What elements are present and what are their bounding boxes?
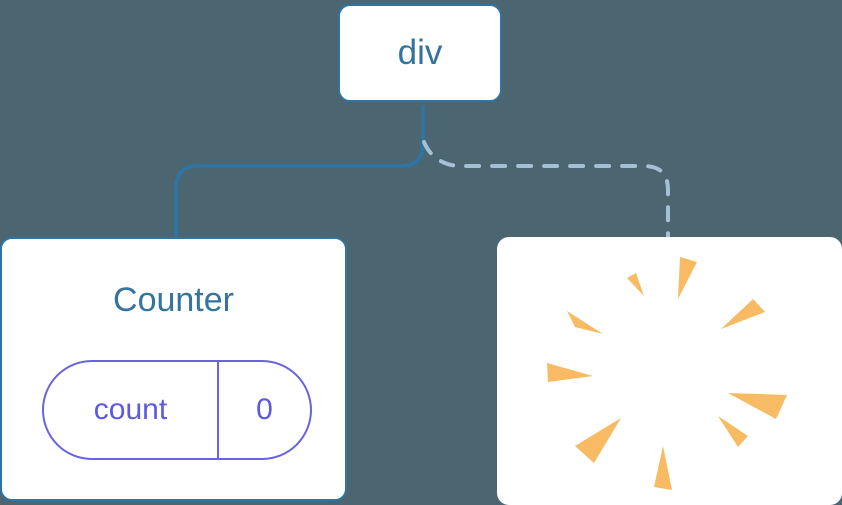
state-pill: count 0 xyxy=(42,360,312,460)
node-counter: Counter count 0 xyxy=(0,237,347,501)
counter-title: Counter xyxy=(113,281,234,319)
edge-div-to-removed xyxy=(422,140,670,240)
edge-div-to-counter xyxy=(174,105,425,238)
state-key: count xyxy=(93,393,168,426)
state-value: 0 xyxy=(256,393,273,426)
node-removed xyxy=(497,237,842,505)
node-div-label: div xyxy=(397,33,443,72)
node-div: div xyxy=(338,4,502,102)
poof-starburst-icon xyxy=(547,257,787,490)
state-pill-divider xyxy=(217,362,219,458)
